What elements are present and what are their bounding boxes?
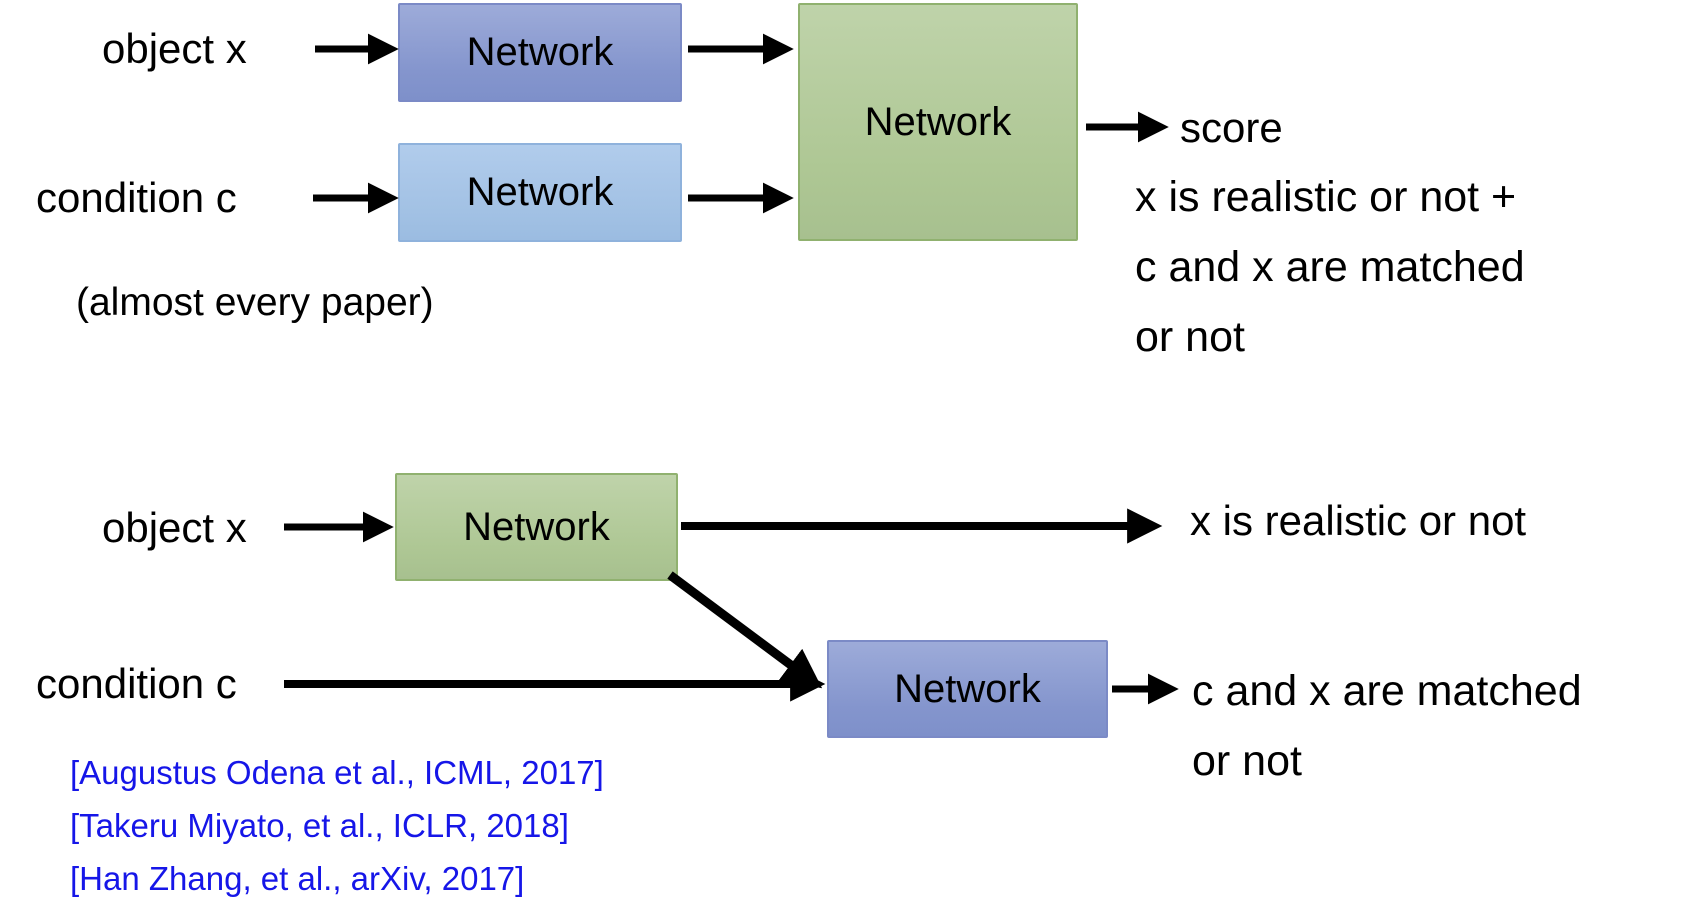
almost-every-paper-note: (almost every paper) xyxy=(76,281,434,324)
top-output-description: x is realistic or not + c and x are matc… xyxy=(1135,162,1525,372)
arrow-network-to-match-diagonal xyxy=(667,571,823,689)
bottom-object-network-label: Network xyxy=(463,504,610,549)
top-object-x-label: object x xyxy=(102,25,247,72)
bottom-match-network-label: Network xyxy=(894,666,1041,711)
citation-list: [Augustus Odena et al., ICML, 2017] [Tak… xyxy=(70,746,604,905)
match-output-description: c and x are matched or not xyxy=(1192,656,1582,796)
bottom-object-x-label: object x xyxy=(102,504,247,551)
top-condition-network-label: Network xyxy=(466,170,614,214)
score-label: score xyxy=(1180,104,1283,151)
top-joint-network-box: Network xyxy=(798,3,1078,241)
citation-odena: [Augustus Odena et al., ICML, 2017] xyxy=(70,754,604,791)
top-joint-network-label: Network xyxy=(864,99,1012,144)
top-condition-network-box: Network xyxy=(398,143,682,242)
bottom-match-network-box: Network xyxy=(827,640,1108,738)
citation-miyato: [Takeru Miyato, et al., ICLR, 2018] xyxy=(70,807,569,844)
citation-zhang: [Han Zhang, et al., arXiv, 2017] xyxy=(70,860,525,897)
top-object-network-label: Network xyxy=(466,30,614,74)
top-output-line-1: x is realistic or not + xyxy=(1135,173,1517,221)
top-object-network-box: Network xyxy=(398,3,682,102)
top-output-line-3: or not xyxy=(1135,313,1245,361)
bottom-object-network-box: Network xyxy=(395,473,678,581)
match-output-line-2: or not xyxy=(1192,737,1302,785)
top-output-line-2: c and x are matched xyxy=(1135,243,1525,291)
match-output-line-1: c and x are matched xyxy=(1192,667,1582,715)
top-condition-c-label: condition c xyxy=(36,174,237,221)
bottom-condition-c-label: condition c xyxy=(36,660,237,707)
realistic-output-label: x is realistic or not xyxy=(1190,497,1527,544)
